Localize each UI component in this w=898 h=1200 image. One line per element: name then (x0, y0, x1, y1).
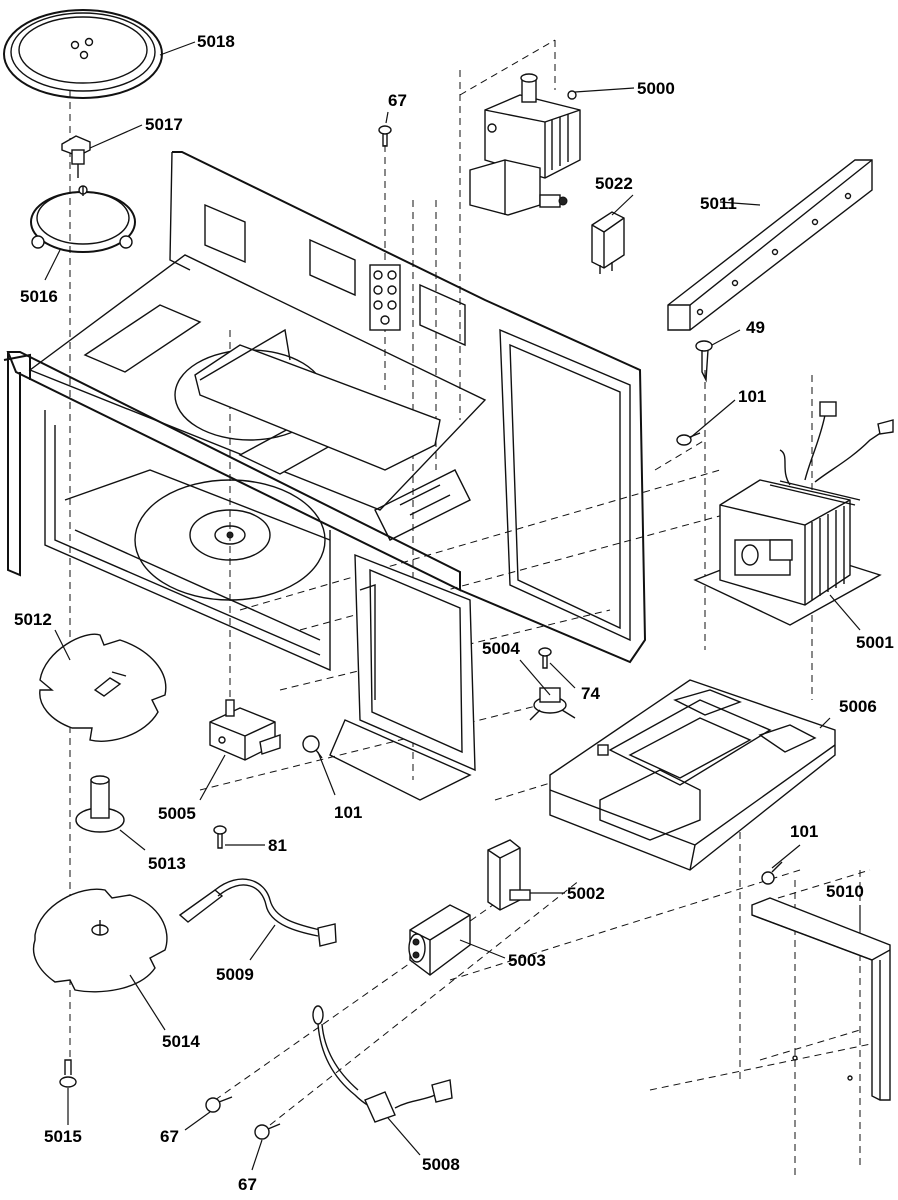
screw-67-top (378, 125, 392, 147)
wire-harness-5009 (178, 878, 337, 947)
screw-101-mid (302, 735, 323, 759)
label-5002: 5002 (567, 884, 605, 903)
screw-81 (213, 825, 227, 849)
stirrer-blade (39, 633, 167, 742)
label-5003: 5003 (508, 951, 546, 970)
label-67-top: 67 (388, 91, 407, 110)
screw-5015 (59, 1059, 77, 1088)
rail-bracket (667, 159, 873, 331)
label-101-right: 101 (738, 387, 766, 406)
label-67-bottom: 67 (238, 1175, 257, 1194)
drive-shaft (75, 775, 125, 833)
label-5005: 5005 (158, 804, 196, 823)
label-67-left: 67 (160, 1127, 179, 1146)
label-49: 49 (746, 318, 765, 337)
coupler (61, 135, 91, 178)
turntable-tray (3, 9, 163, 99)
label-5022: 5022 (595, 174, 633, 193)
label-5010: 5010 (826, 882, 864, 901)
label-81: 81 (268, 836, 287, 855)
screw-101-right (676, 432, 701, 446)
label-5012: 5012 (14, 610, 52, 629)
label-5006: 5006 (839, 697, 877, 716)
side-panel (751, 897, 891, 1101)
label-5016: 5016 (20, 287, 58, 306)
part-labels: 5018 5017 5016 67 5000 5022 5011 49 101 … (14, 32, 894, 1194)
capacitor (408, 904, 471, 976)
label-5000: 5000 (637, 79, 675, 98)
magnetron (469, 73, 581, 216)
label-5004: 5004 (482, 639, 520, 658)
label-101-low: 101 (790, 822, 818, 841)
transformer (693, 401, 894, 626)
label-5017: 5017 (145, 115, 183, 134)
fuse-harness (312, 1005, 453, 1123)
leader-lines (44, 41, 861, 1171)
label-5008: 5008 (422, 1155, 460, 1174)
turntable-motor (209, 699, 281, 761)
screw-67-bottom (254, 1123, 281, 1140)
lower-stirrer (32, 888, 168, 993)
roller-ring (30, 185, 136, 253)
label-5013: 5013 (148, 854, 186, 873)
thermostat (529, 687, 576, 721)
bracket-5002 (487, 839, 531, 911)
label-101-mid: 101 (334, 803, 362, 822)
label-5011: 5011 (700, 194, 737, 213)
label-5018: 5018 (197, 32, 235, 51)
oven-cavity (3, 151, 647, 801)
thermal-cutout (591, 211, 625, 274)
label-5001: 5001 (856, 633, 894, 652)
label-5014: 5014 (162, 1032, 200, 1051)
screw-74 (538, 647, 552, 669)
screw-49 (695, 340, 713, 383)
screw-101-low (761, 861, 783, 885)
label-5009: 5009 (216, 965, 254, 984)
base-plate (549, 679, 836, 871)
label-5015: 5015 (44, 1127, 82, 1146)
label-74: 74 (581, 684, 600, 703)
screw-67-left (205, 1096, 233, 1113)
